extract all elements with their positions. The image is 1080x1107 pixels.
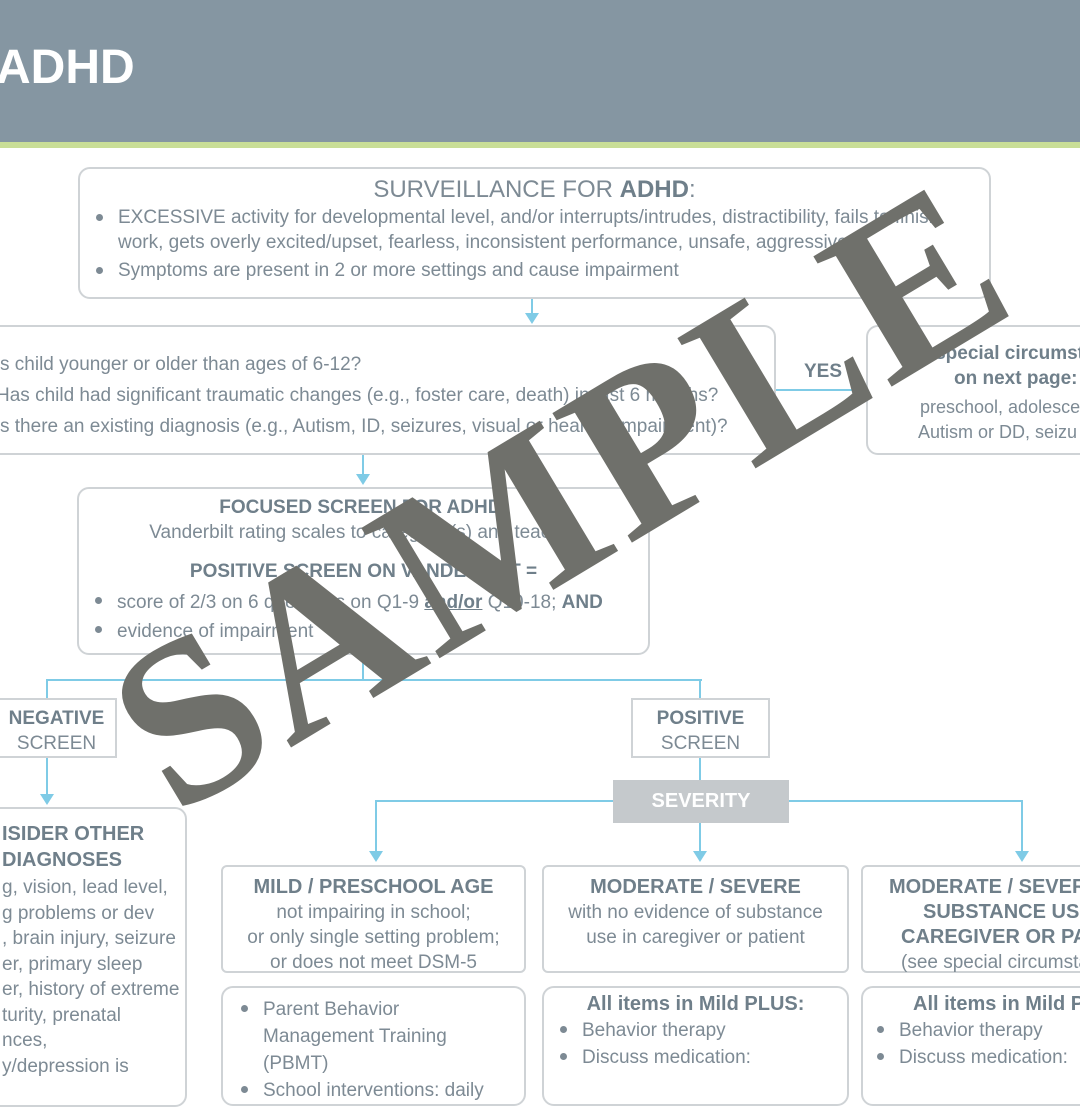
plus-title: All items in Mild PLUS: (586, 993, 805, 1015)
surveillance-title: SURVEILLANCE FOR ADHD: (373, 176, 696, 203)
negative-label: SCREEN (16, 733, 97, 754)
consider-title: ISIDER OTHER (2, 823, 145, 845)
arrow-down-icon (693, 851, 707, 862)
moderate-substance-box: MODERATE / SEVERE SUBSTANCE USE CAREGIVE… (861, 865, 1080, 973)
moderate2-title: SUBSTANCE USE (923, 901, 1080, 923)
mild-box: MILD / PRESCHOOL AGE not impairing in sc… (221, 865, 526, 973)
list-item: Parent Behavior Management Training (PBM… (241, 996, 514, 1077)
list-item: score of 2/3 on 6 questions on Q1-9 and/… (95, 588, 634, 617)
arrow-down-icon (1015, 851, 1029, 862)
surveillance-box: SURVEILLANCE FOR ADHD: EXCESSIVE activit… (78, 167, 991, 299)
positive-screen-box: POSITIVE SCREEN (631, 698, 770, 758)
list-item: evidence of impairment (95, 617, 634, 646)
positive-label: POSITIVE (656, 708, 745, 729)
positive-screen-title: POSITIVE SCREEN ON VANDERBILT = (189, 561, 538, 582)
focused-screen-box: FOCUSED SCREEN FOR ADHD: Vanderbilt rati… (77, 487, 650, 655)
consider-line: er, history of extreme (2, 979, 180, 1000)
moderate2-title: CAREGIVER OR PAT (901, 926, 1080, 948)
moderate-line: with no evidence of substance (568, 902, 823, 923)
screening-questions-box: s child younger or older than ages of 6-… (0, 325, 776, 455)
page-title: ADHD (0, 41, 135, 94)
arrow-down-icon (40, 794, 54, 805)
consider-line: , brain injury, seizure (2, 928, 176, 949)
consider-line: turity, prenatal (2, 1004, 121, 1026)
consider-line: y/depression is (2, 1055, 129, 1077)
consider-other-diagnoses-box: ISIDER OTHER DIAGNOSES g, vision, lead l… (0, 807, 187, 1107)
arrow-down-icon (356, 474, 370, 485)
list-item: EXCESSIVE activity for developmental lev… (96, 205, 975, 255)
list-item: School interventions: daily (241, 1077, 514, 1104)
arrow-down-icon (525, 313, 539, 324)
moderate-box: MODERATE / SEVERE with no evidence of su… (542, 865, 849, 973)
mild-treatment-box: Parent Behavior Management Training (PBM… (221, 986, 526, 1106)
moderate2-title: MODERATE / SEVERE (889, 876, 1080, 898)
special-text: preschool, adolesce (920, 397, 1080, 417)
consider-line: nces, (2, 1030, 48, 1051)
moderate-treatment-box: All items in Mild PLUS: Behavior therapy… (542, 986, 849, 1106)
list-item: Behavior therapy (877, 1017, 1080, 1044)
arrow-down-icon (369, 851, 383, 862)
positive-label: SCREEN (660, 733, 741, 754)
negative-screen-box: NEGATIVE SCREEN (0, 698, 117, 758)
list-item: Discuss medication: (877, 1044, 1080, 1071)
moderate2-note: (see special circumsta (901, 952, 1080, 973)
consider-line: g, vision, lead level, (2, 877, 168, 898)
consider-title: DIAGNOSES (2, 849, 123, 871)
question: Has child had significant traumatic chan… (0, 385, 719, 406)
consider-line: er, primary sleep (2, 953, 143, 975)
focused-subtitle: Vanderbilt rating scales to caregiver(s)… (149, 522, 578, 543)
mild-title: MILD / PRESCHOOL AGE (253, 876, 494, 898)
moderate-title: MODERATE / SEVERE (590, 876, 801, 898)
yes-label: YES (804, 361, 843, 382)
accent-divider (0, 142, 1080, 148)
question: s there an existing diagnosis (e.g., Aut… (0, 416, 728, 437)
special-text: Autism or DD, seizu (918, 422, 1078, 442)
special-circumstances-box: See special circumsta on next page: pres… (866, 325, 1080, 455)
consider-line: g problems or dev (2, 902, 155, 924)
list-item: Behavior therapy (560, 1017, 847, 1044)
moderate-line: use in caregiver or patient (586, 927, 805, 948)
moderate-substance-treatment-box: All items in Mild PL Behavior therapy Di… (861, 986, 1080, 1106)
mild-line: or does not meet DSM-5 (270, 952, 477, 973)
special-title: on next page: (954, 368, 1078, 389)
mild-line: or only single setting problem; (247, 927, 500, 948)
header-bar (0, 0, 1080, 142)
mild-line: not impairing in school; (276, 902, 471, 923)
list-item: Discuss medication: (560, 1044, 847, 1071)
severity-box: SEVERITY (613, 780, 789, 823)
negative-label: NEGATIVE (8, 708, 105, 729)
special-title: See special circumsta (896, 343, 1080, 364)
list-item: Symptoms are present in 2 or more settin… (96, 258, 975, 283)
plus-title: All items in Mild PL (913, 993, 1080, 1015)
focused-title: FOCUSED SCREEN FOR ADHD: (219, 497, 508, 518)
question: s child younger or older than ages of 6-… (0, 354, 362, 375)
